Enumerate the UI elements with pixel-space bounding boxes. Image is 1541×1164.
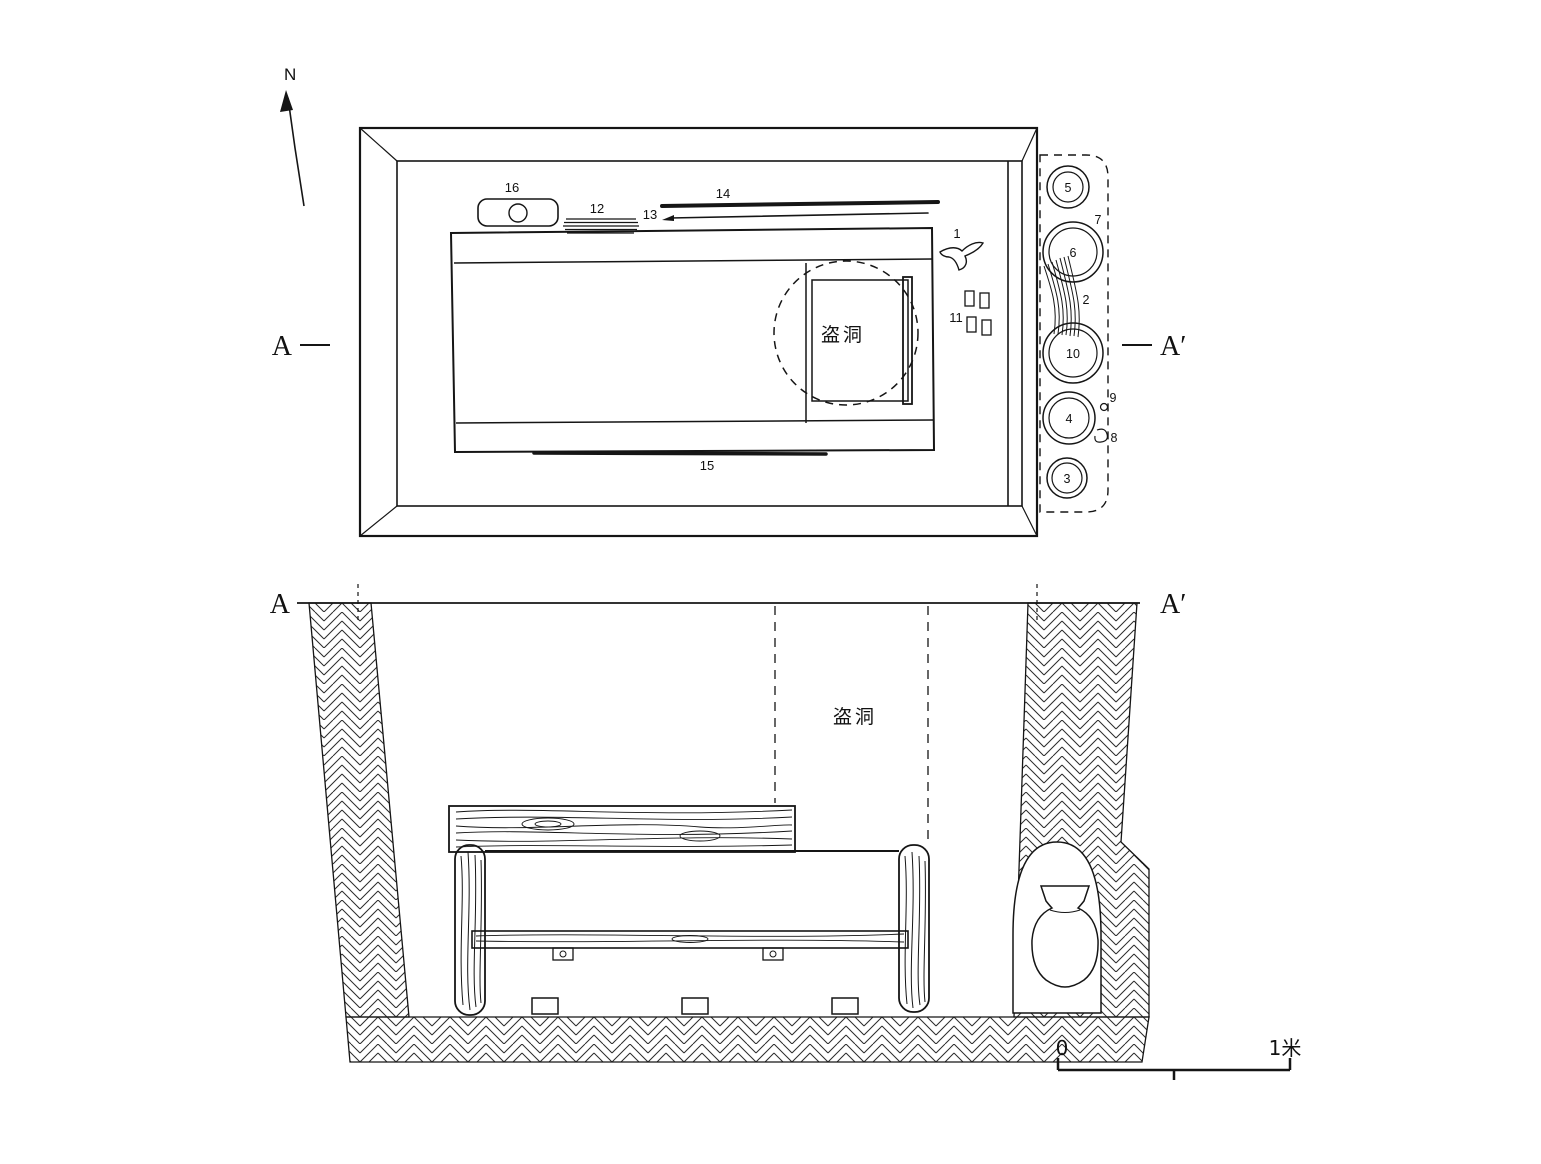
coffin-top-plank [448, 805, 796, 853]
item-2-label: 2 [1083, 293, 1090, 307]
coffin-chamber-plan: 盗洞 [449, 226, 936, 454]
item-9-label: 9 [1110, 391, 1117, 405]
coffin-feet [531, 997, 859, 1015]
top-plank-grain [455, 809, 793, 848]
section-label-a-prime: A′ [1160, 589, 1186, 620]
floor-hatch [345, 1016, 1150, 1063]
artifact-13-pin [669, 212, 929, 219]
scale-zero-label: 0 [1056, 1036, 1069, 1060]
robber-hole-label-section: 盗洞 [833, 706, 877, 728]
chamber-top-band-line [453, 258, 933, 264]
artifact-16-label: 16 [505, 180, 519, 195]
left-end-board-grain [460, 851, 482, 1011]
north-arrow-head [280, 90, 293, 112]
north-label: N [284, 65, 296, 84]
coffin-end-board-plan [902, 276, 913, 405]
artifact-11-plaques [964, 290, 992, 336]
vessel-5-label: 5 [1065, 181, 1072, 195]
pit-corner-lines [359, 127, 1038, 537]
artifact-14-label: 14 [716, 186, 730, 201]
plan-section-label-a: A [272, 331, 293, 362]
pit-mouth-outline [358, 126, 1039, 538]
chamber-bottom-band-line [455, 419, 934, 424]
artifact-15-label: 15 [700, 458, 714, 473]
north-arrow: N [280, 65, 305, 207]
left-wall-hatch [308, 602, 410, 1018]
plan-niche: 5 7 6 2 10 [1039, 154, 1118, 513]
right-end-board-grain [904, 851, 926, 1009]
niche-dome [1012, 841, 1102, 1014]
vessel-4: 4 [1042, 391, 1096, 445]
plan-artifacts: 16 12 14 13 1 [477, 180, 992, 473]
artifact-13-head [662, 215, 674, 221]
scale-unit-label: 1米 [1269, 1036, 1302, 1060]
chamber-outline [449, 226, 936, 454]
coffin-left-end-board [454, 844, 486, 1016]
artifact-1-object [939, 241, 985, 271]
artifact-13-label: 13 [643, 207, 657, 222]
vessel-10-label: 10 [1066, 347, 1080, 361]
bottom-board-grain [475, 933, 905, 943]
artifact-16-box [477, 198, 559, 227]
item-8-label: 8 [1111, 431, 1118, 445]
vessel-10: 10 [1042, 322, 1104, 384]
plan-section-label-a-prime: A′ [1160, 331, 1186, 362]
artifact-14-rod [660, 200, 940, 208]
scale-line [1056, 1058, 1292, 1080]
niche-pot [1031, 885, 1099, 988]
niche-outline [1039, 154, 1109, 513]
item-8-hook [1094, 428, 1108, 443]
artifact-11-label: 11 [949, 310, 963, 325]
artifact-15-rod [532, 451, 828, 456]
pit-bottom-outline [396, 160, 1023, 507]
robber-hole-label-plan: 盗洞 [821, 324, 865, 346]
robber-hole-circle [773, 260, 919, 406]
coffin-right-end-board [898, 844, 930, 1013]
north-arrow-line [287, 97, 305, 207]
item-7-label: 7 [1095, 213, 1102, 227]
coffin-section [448, 805, 930, 1016]
section-label-a: A [270, 589, 291, 620]
plan-section-line: A A′ [272, 331, 1187, 362]
vessel-3: 3 [1046, 457, 1088, 499]
plan-view: A A′ 盗洞 16 [272, 126, 1187, 538]
coffin-cleats [552, 947, 784, 961]
vessel-6-label: 6 [1070, 246, 1077, 260]
displaced-board-rect [811, 279, 909, 402]
section-view: A A′ 盗洞 [270, 584, 1302, 1080]
artifact-12-slips [563, 218, 639, 234]
coffin-bottom-board [471, 930, 909, 949]
vessel-6: 6 [1042, 221, 1104, 283]
vessel-4-label: 4 [1066, 412, 1073, 426]
vessel-3-label: 3 [1064, 472, 1071, 486]
vessel-5: 5 [1046, 165, 1090, 209]
artifact-12-label: 12 [590, 201, 604, 216]
item-9-object [1099, 402, 1109, 412]
artifact-1-label: 1 [953, 226, 960, 241]
artifact-16-disc [508, 203, 528, 223]
scale-bar: 0 1米 [1056, 1036, 1302, 1080]
